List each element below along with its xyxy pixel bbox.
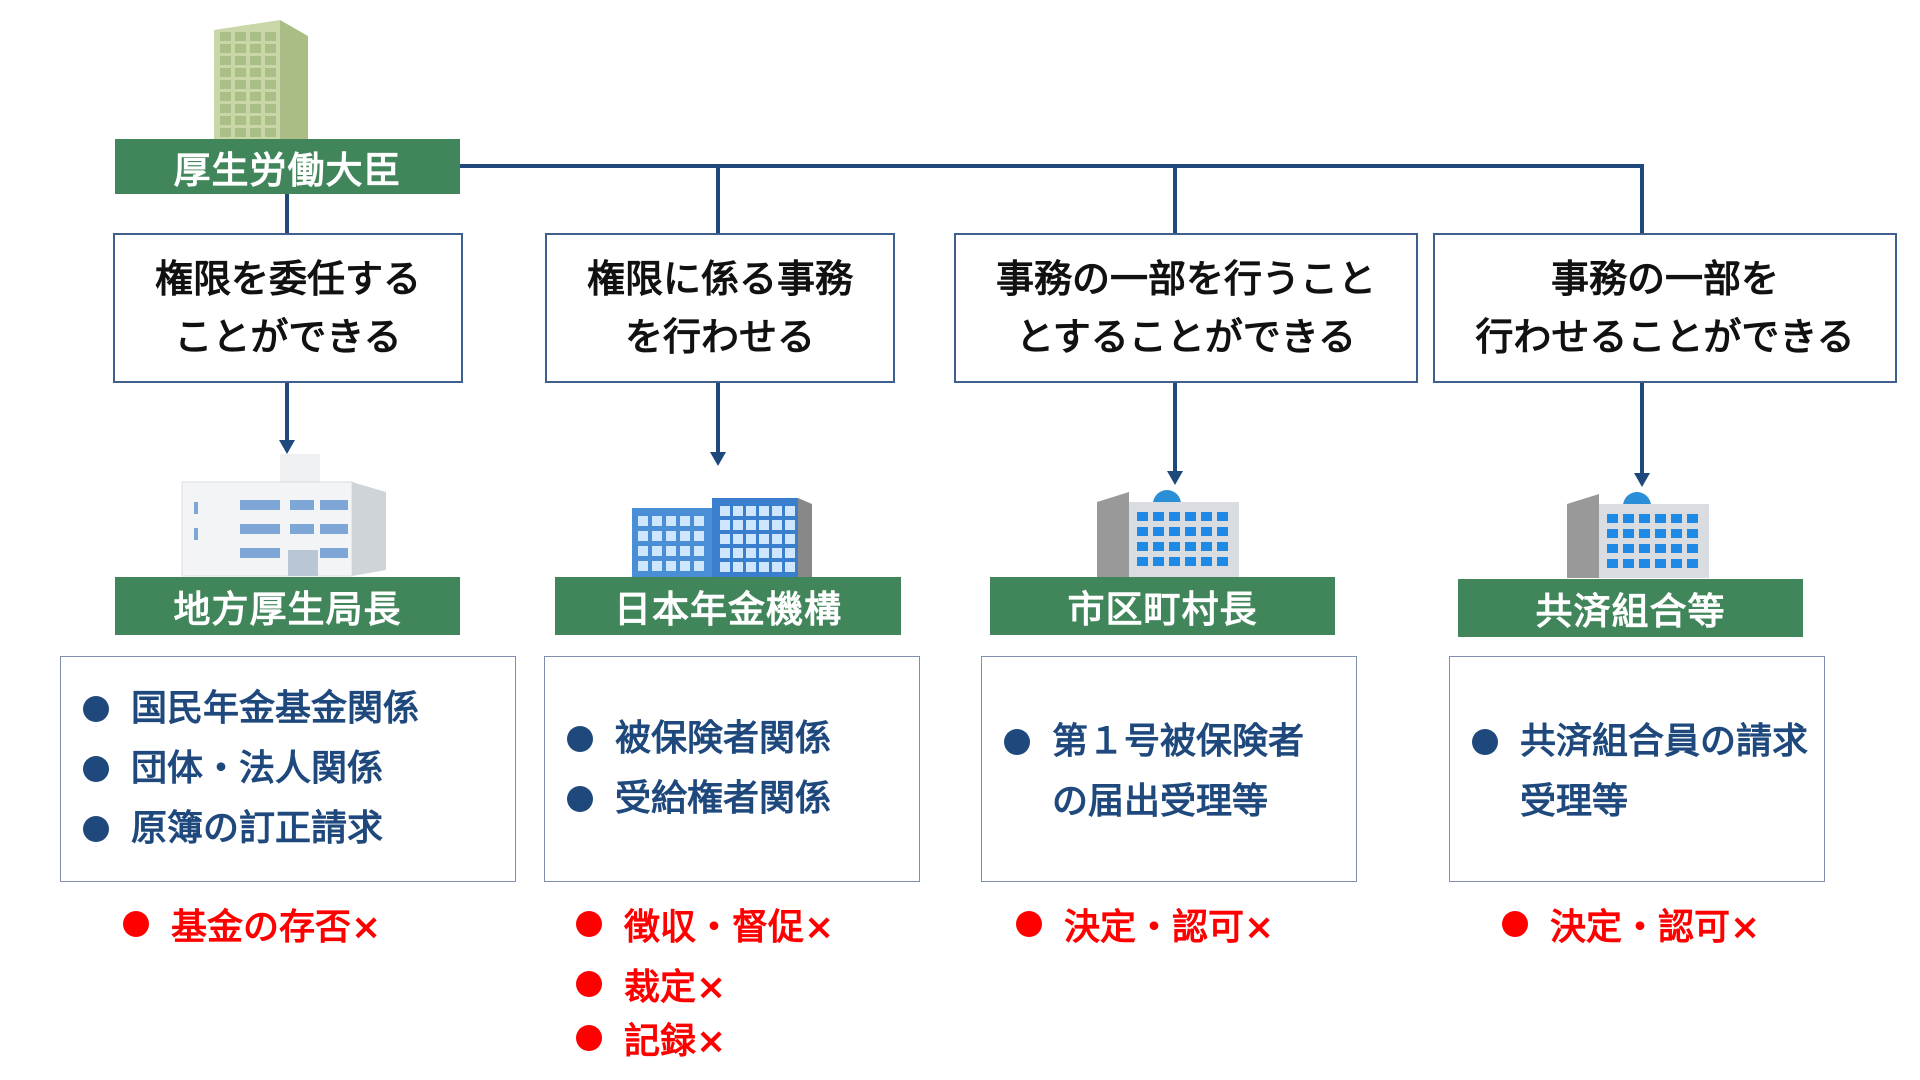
relation-text: 権限を委任する — [154, 257, 421, 301]
not-allowed-item: 基金の存否× — [123, 898, 381, 950]
duties-box-1: 国民年金基金関係 団体・法人関係 原簿の訂正請求 — [60, 656, 516, 882]
bullet-icon — [83, 756, 109, 782]
arrow-3 — [1167, 471, 1183, 485]
agency-label-3: 市区町村長 — [990, 577, 1335, 635]
bullet-icon — [1472, 729, 1498, 755]
red-bullet-icon — [1502, 911, 1528, 937]
relation-text: 行わせることができる — [1475, 315, 1855, 359]
mutual-aid-building-icon — [1567, 492, 1709, 578]
relation-text: ことができる — [174, 315, 402, 359]
agency-label-1: 地方厚生局長 — [115, 577, 460, 635]
duties-box-2: 被保険者関係 受給権者関係 — [544, 656, 920, 882]
not-allowed-item: 裁定× — [576, 958, 726, 1010]
regional-bureau-building-icon — [181, 454, 386, 577]
bullet-icon — [567, 786, 593, 812]
duties-box-4: 共済組合員の請求受理等 — [1449, 656, 1825, 882]
minister-label: 厚生労働大臣 — [115, 139, 460, 194]
arrow-4 — [1634, 473, 1650, 487]
bullet-icon — [567, 726, 593, 752]
agency-label-2: 日本年金機構 — [555, 577, 901, 635]
ministry-building-icon — [214, 20, 308, 143]
red-bullet-icon — [123, 911, 149, 937]
agency-label-4: 共済組合等 — [1458, 579, 1803, 637]
relation-box-3: 事務の一部を行うこと とすることができる — [954, 233, 1418, 383]
relation-text: 権限に係る事務 — [586, 257, 853, 301]
duty-item: 第１号被保険者の届出受理等 — [1004, 712, 1324, 832]
relation-text: 事務の一部を行うこと — [995, 257, 1376, 301]
duty-item: 受給権者関係 — [567, 769, 919, 829]
connector-horizontal — [460, 164, 1644, 168]
relation-box-2: 権限に係る事務 を行わせる — [545, 233, 895, 383]
bullet-icon — [83, 816, 109, 842]
arrow-2 — [710, 452, 726, 466]
duty-item: 被保険者関係 — [567, 709, 919, 769]
bullet-icon — [1004, 729, 1030, 755]
arrow-1 — [279, 440, 295, 454]
duty-item: 原簿の訂正請求 — [83, 799, 515, 859]
red-bullet-icon — [576, 1025, 602, 1051]
relation-box-4: 事務の一部を 行わせることができる — [1433, 233, 1897, 383]
not-allowed-item: 徴収・督促× — [576, 898, 834, 950]
relation-text: 事務の一部を — [1550, 257, 1779, 301]
duties-box-3: 第１号被保険者の届出受理等 — [981, 656, 1357, 882]
duty-item: 団体・法人関係 — [83, 739, 515, 799]
pension-service-building-icon — [632, 498, 812, 578]
not-allowed-item: 決定・認可× — [1502, 898, 1760, 950]
duty-item: 共済組合員の請求受理等 — [1472, 712, 1812, 832]
red-bullet-icon — [576, 971, 602, 997]
city-hall-building-icon — [1097, 490, 1239, 578]
not-allowed-item: 記録× — [576, 1012, 726, 1064]
bullet-icon — [83, 696, 109, 722]
duty-item: 国民年金基金関係 — [83, 679, 515, 739]
red-bullet-icon — [576, 911, 602, 937]
not-allowed-item: 決定・認可× — [1016, 898, 1274, 950]
relation-text: を行わせる — [624, 315, 815, 359]
relation-text: とすることができる — [1015, 315, 1357, 359]
relation-box-1: 権限を委任する ことができる — [113, 233, 463, 383]
red-bullet-icon — [1016, 911, 1042, 937]
